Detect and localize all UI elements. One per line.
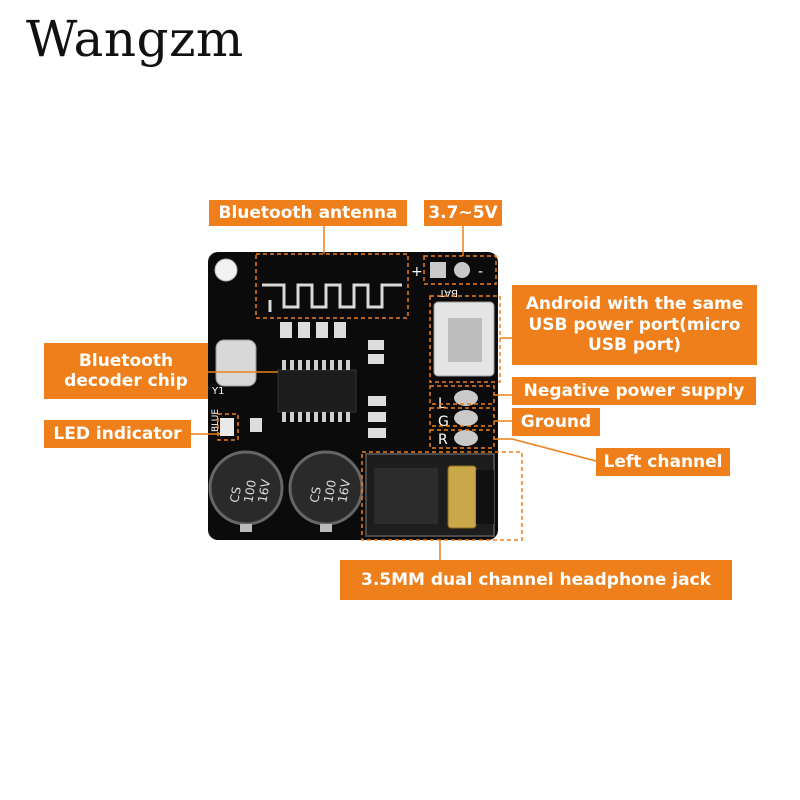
battery-pad-plus (430, 262, 446, 278)
brand-watermark: Wangzm (26, 10, 244, 68)
silk-pin-g: G (438, 414, 449, 430)
smd-component (316, 322, 328, 338)
pad-g (454, 410, 478, 426)
label-bluetooth-decoder-chip: Bluetooth decoder chip (44, 343, 208, 399)
cap-lead (240, 524, 252, 532)
jack-opening (476, 470, 494, 524)
smd-component (298, 322, 310, 338)
jack-body (374, 468, 438, 524)
smd-component (334, 322, 346, 338)
cap-text: 100 (321, 479, 339, 504)
cap-lead (320, 524, 332, 532)
cap-text: CS (227, 486, 244, 504)
label-bluetooth-antenna: Bluetooth antenna (209, 200, 407, 226)
label-negative-power-supply: Negative power supply (512, 377, 756, 405)
label-android-usb: Android with the same USB power port(mic… (512, 285, 757, 365)
pad-l (454, 430, 478, 446)
pad-r (454, 390, 478, 406)
cap-text: 16V (335, 477, 353, 503)
antenna-trace (262, 283, 402, 309)
silk-minus: - (478, 264, 483, 280)
label-left-channel: Left channel (596, 448, 730, 476)
smd-component (368, 396, 386, 406)
label-voltage: 3.7~5V (424, 200, 502, 226)
silk-blue: BLUE (211, 409, 221, 432)
mounting-hole (214, 258, 238, 282)
smd-component (280, 322, 292, 338)
annotation-lines (191, 225, 597, 560)
cap-text: 100 (241, 479, 259, 504)
smd-component (368, 340, 384, 350)
led (220, 418, 234, 436)
crystal-oscillator (215, 339, 257, 387)
label-led-indicator: LED indicator (44, 420, 191, 448)
battery-pad-minus (454, 262, 470, 278)
silk-plus: + (411, 264, 423, 280)
silk-pin-r: R (438, 432, 448, 448)
smd-component (368, 428, 386, 438)
smd-component (368, 412, 386, 422)
smd-component (250, 418, 262, 432)
decoder-chip (277, 369, 357, 413)
cap-text: CS (307, 486, 324, 504)
silk-bat: BAT (438, 287, 458, 298)
label-ground: Ground (512, 408, 600, 436)
jack-gold-contact (447, 465, 477, 529)
label-headphone-jack: 3.5MM dual channel headphone jack (340, 560, 732, 600)
chip-pins (282, 360, 350, 422)
micro-usb-opening (448, 318, 482, 362)
smd-component (368, 354, 384, 364)
cap-text: 16V (255, 477, 273, 503)
silk-y1: Y1 (211, 386, 224, 397)
